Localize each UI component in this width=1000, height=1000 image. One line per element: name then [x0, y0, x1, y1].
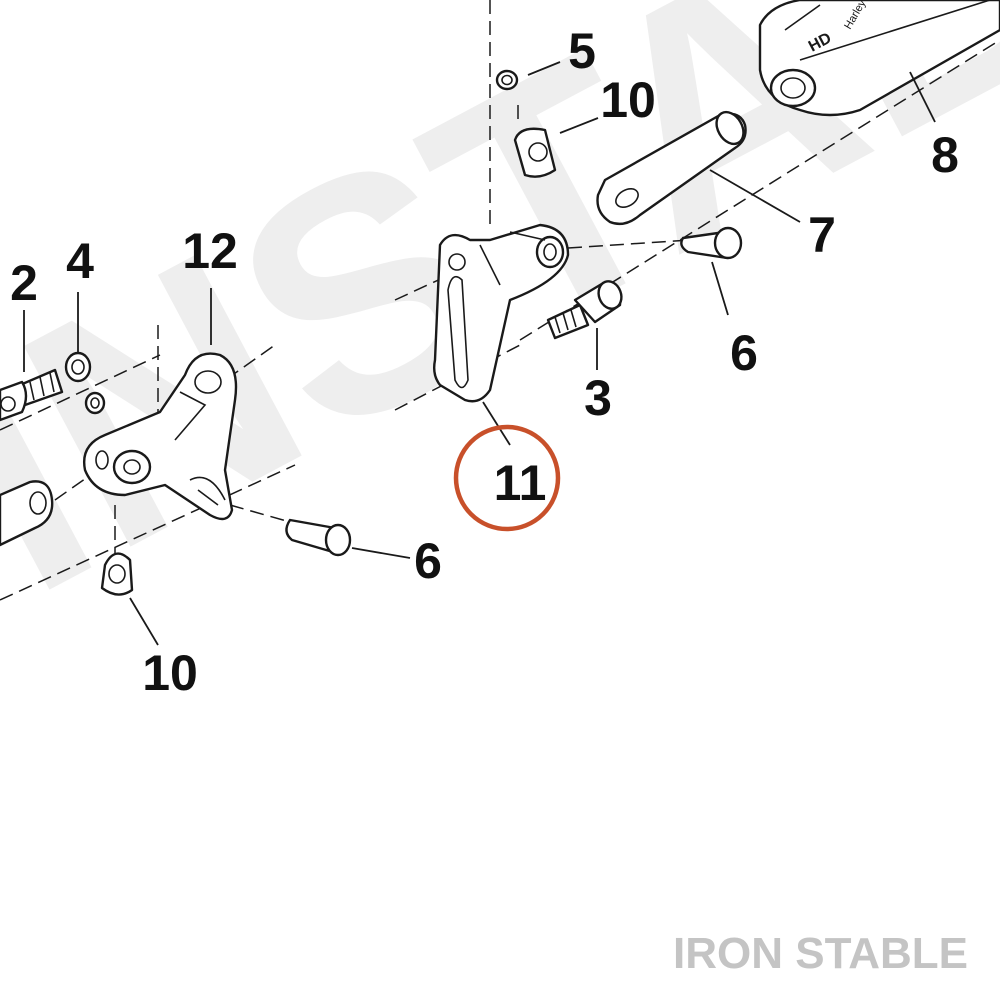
callout-6-bottom: 6	[414, 533, 442, 589]
pin-right	[680, 226, 743, 260]
callout-labels: 2 4 12 5 10 8 7 6 3 11 6 10	[10, 23, 959, 701]
washer-tab-top	[513, 127, 557, 178]
retaining-ring-left	[84, 391, 106, 415]
callout-10-top: 10	[600, 72, 656, 128]
callout-5: 5	[568, 23, 596, 79]
callout-7: 7	[808, 207, 836, 263]
callout-2: 2	[10, 255, 38, 311]
highlight-circle	[453, 424, 561, 532]
cap-screw-3	[546, 280, 623, 340]
pin-bottom	[285, 518, 352, 557]
clevis-left	[0, 480, 54, 547]
cap-screw-2	[0, 368, 64, 422]
mount-bracket-11	[432, 223, 570, 403]
callout-10-bottom: 10	[142, 645, 198, 701]
brand-watermark: IRON STABLE	[673, 929, 968, 978]
callout-12: 12	[182, 223, 238, 279]
washer-tab-bottom	[100, 552, 134, 596]
callout-6-right: 6	[730, 325, 758, 381]
washer-4	[64, 351, 92, 383]
leader-lines	[23, 61, 936, 646]
mount-bracket-12	[83, 352, 238, 521]
callout-4: 4	[66, 233, 94, 289]
callout-11: 11	[494, 455, 547, 511]
callout-8: 8	[931, 127, 959, 183]
clevis-pin	[596, 110, 747, 226]
retaining-ring-top	[495, 69, 519, 91]
callout-3: 3	[584, 370, 612, 426]
footpeg: HD Harley	[758, 0, 1000, 117]
